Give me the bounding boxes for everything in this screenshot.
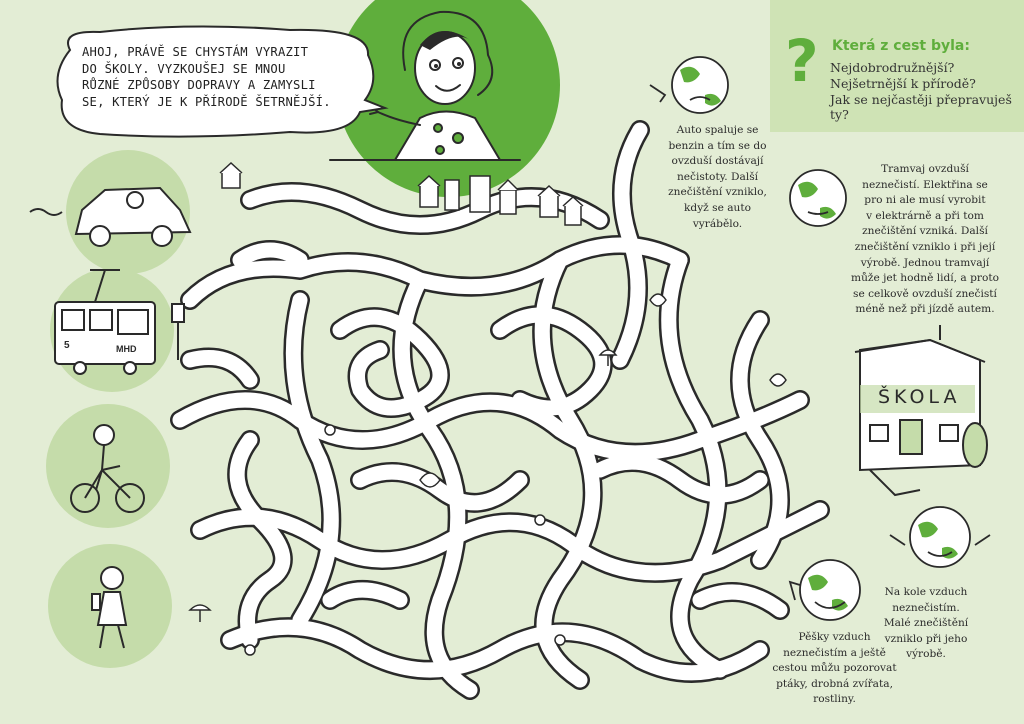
note-line: méně než při jízdě autem. — [855, 303, 995, 316]
nature-doodles — [188, 293, 787, 656]
city-skyline — [219, 161, 584, 226]
question-mark-icon: ? — [785, 27, 819, 95]
tram-note: Tramvaj ovzduší neznečistí. Elektřina se… — [840, 162, 1010, 318]
note-line: ovzduší dostávají — [671, 155, 764, 168]
note-line: může jet hodně lidí, a proto — [851, 272, 999, 285]
tram-number: 5 — [64, 340, 70, 351]
note-line: Pěšky vzduch — [798, 631, 871, 643]
note-line: pro ni ale musí vyrobit — [864, 194, 986, 207]
earth-thinking-icon — [789, 169, 847, 227]
question-title: Která z cest byla: — [832, 38, 970, 54]
speech-bubble — [56, 25, 389, 138]
note-line: cestou můžu pozorovat — [772, 662, 897, 675]
note-line: Malé znečištění — [883, 617, 969, 630]
note-line: ptáky, drobná zvířata, — [776, 677, 893, 690]
note-line: výrobě. — [906, 648, 946, 661]
bicycle-icon — [70, 424, 145, 513]
earth-shrug-icon — [889, 506, 991, 568]
tram-label: MHD — [116, 344, 137, 354]
note-line: když se auto vyrábělo. — [684, 201, 751, 230]
question-item: Jak se nejčastěji přepravuješ ty? — [830, 92, 1012, 122]
note-line: rostliny. — [813, 693, 856, 706]
car-note: Auto spaluje se benzin a tím se do ovzdu… — [665, 123, 770, 232]
note-line: nečistoty. Další — [676, 170, 759, 183]
speech-line: SE, KTERÝ JE K PŘÍRODĚ ŠETRNĚJŠÍ. — [82, 94, 331, 109]
note-line: se celkově ovzduší znečistí — [853, 287, 997, 300]
tram-icon — [54, 269, 185, 375]
note-line: v elektrárně a při tom — [866, 209, 984, 222]
speech-line: RŮZNÉ ZPŮSOBY DOPRAVY A ZAMYSLI — [82, 78, 316, 92]
note-line: benzin a tím se do — [668, 139, 767, 152]
question-box — [770, 0, 1024, 132]
note-line: neznečistí. Elektřina se — [862, 178, 988, 191]
question-item: Nejšetrnější k přírodě? — [830, 76, 976, 91]
walking-girl-icon — [91, 566, 128, 649]
question-item: Nejdobrodružnější? — [830, 60, 955, 75]
bike-circle — [46, 404, 170, 528]
note-line: vzniklo při jeho — [884, 632, 968, 645]
note-line: neznečistím. — [892, 601, 960, 614]
speech-line: AHOJ, PRÁVĚ SE CHYSTÁM VYRAZIT — [82, 45, 309, 59]
note-line: Na kole vzduch — [884, 586, 968, 598]
note-line: výrobě. Jednou tramvají — [860, 256, 990, 269]
car-icon — [29, 186, 192, 247]
school-sign: ŠKOLA — [878, 386, 961, 408]
speech-line: DO ŠKOLY. VYZKOUŠEJ SE MNOU — [82, 61, 286, 76]
walk-note: Pěšky vzduch neznečistím a ještě cestou … — [772, 630, 897, 708]
school-building — [854, 325, 988, 497]
bike-note: Na kole vzduch neznečistím. Malé znečišt… — [878, 585, 974, 663]
girl-illustration — [329, 10, 521, 161]
note-line: znečištění vzniklo i při její — [854, 240, 996, 253]
note-line: znečištění vzniklo, — [668, 186, 767, 199]
earth-thumbs-down-icon — [649, 56, 729, 114]
note-line: znečištění vzniká. Další — [862, 225, 988, 238]
note-line: Tramvaj ovzduší — [881, 163, 969, 175]
earth-thumbs-up-icon — [788, 559, 861, 621]
note-line: Auto spaluje se — [676, 124, 759, 136]
speech-text: AHOJ, PRÁVĚ SE CHYSTÁM VYRAZIT DO ŠKOLY.… — [82, 44, 352, 110]
note-line: neznečistím a ještě — [783, 646, 886, 659]
maze — [170, 120, 830, 700]
